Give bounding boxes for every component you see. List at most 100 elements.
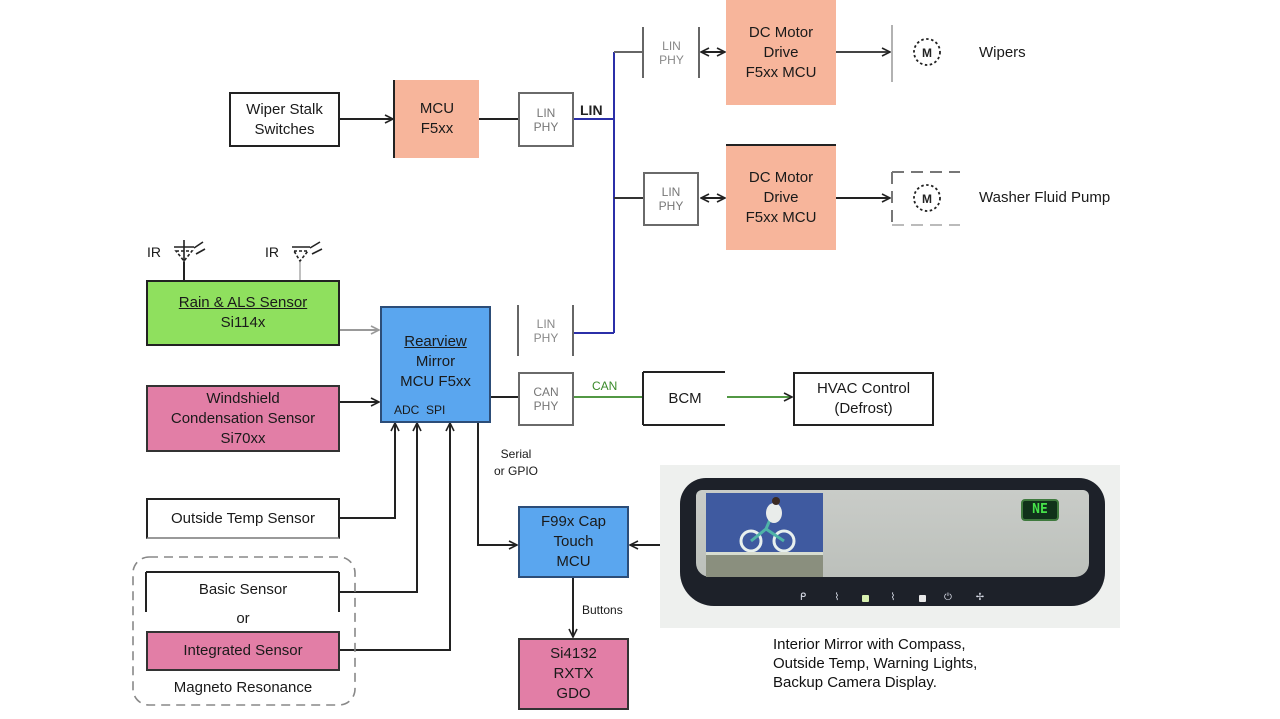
lin-phy-wipers-block: LIN PHY (645, 27, 698, 78)
buttons-label: Buttons (582, 603, 623, 617)
label-line: Serial (500, 447, 532, 461)
cap-touch-mcu-block: F99x Cap Touch MCU (518, 506, 629, 578)
block-text: CAN (533, 385, 559, 399)
svg-text:M: M (922, 46, 932, 60)
indicator-light-white (919, 595, 926, 602)
block-text: RXTX (553, 665, 594, 682)
block-text: F99x Cap (540, 513, 607, 530)
block-text: F5xx MCU (745, 63, 817, 81)
block-text: Drive (763, 189, 799, 206)
pump-motor-bracket (891, 171, 960, 226)
caption-line: Outside Temp, Warning Lights, (773, 655, 978, 672)
indicator-light-green (862, 595, 869, 602)
rain-als-sensor-block: Rain & ALS Sensor Si114x (146, 280, 340, 346)
outside-temp-sensor-block: Outside Temp Sensor (146, 498, 340, 539)
mirror-caption: Interior Mirror with Compass, Outside Te… (773, 635, 977, 692)
lin-phy-main-block: LIN PHY (518, 92, 574, 147)
block-text: F5xx (420, 120, 454, 137)
lin-bus-label: LIN (580, 102, 603, 118)
caption-line: Backup Camera Display. (773, 674, 937, 691)
block-text: Outside Temp Sensor (171, 509, 315, 527)
caption-line: Interior Mirror with Compass, (773, 636, 966, 653)
block-text: Rain & ALS Sensor (178, 294, 308, 311)
washer-pump-label: Washer Fluid Pump (979, 189, 1111, 206)
wiper-stalk-switches-block: Wiper Stalk Switches (229, 92, 340, 147)
block-text: Si4132 (550, 645, 597, 662)
mirror-button-2[interactable]: ⌇ (834, 592, 840, 603)
mirror-button-6[interactable]: ✢ (975, 592, 985, 603)
wire-outside-temp-to-adc (339, 423, 395, 519)
block-text: Si114x (220, 314, 266, 331)
block-text: LIN (661, 185, 681, 199)
block-text: GDO (556, 685, 591, 702)
adc-spi-ports: ADC SPI (394, 403, 446, 417)
basic-sensor-label: Basic Sensor (198, 581, 288, 598)
compass-display: NE (1021, 499, 1059, 521)
backup-camera-display (706, 493, 823, 577)
windshield-condensation-sensor-block: Windshield Condensation Sensor Si70xx (146, 385, 340, 452)
ir-label-2: IR (265, 244, 279, 260)
block-text: Windshield (206, 389, 280, 407)
dc-motor-drive-wipers-block: DC Motor Drive F5xx MCU (726, 0, 836, 105)
block-text: PHY (533, 399, 559, 413)
ir-emitter-icon-2 (292, 241, 323, 263)
motor-icon-wipers: M (913, 38, 941, 66)
block-text: Drive (763, 43, 799, 61)
block-text: MCU F5xx (400, 373, 471, 390)
magneto-group-border (132, 556, 356, 706)
block-text: F5xx MCU (745, 209, 817, 226)
block-text: MCU (556, 553, 591, 570)
svg-text:M: M (922, 192, 932, 206)
magneto-resonance-label: Magneto Resonance (173, 679, 313, 696)
block-text: LIN (662, 38, 681, 53)
block-text: DC Motor (748, 169, 814, 186)
motor-icon-pump: M (913, 184, 941, 212)
lin-phy-mirror-block: LIN PHY (520, 305, 572, 356)
block-text: PHY (658, 199, 684, 213)
block-text: LIN (536, 105, 556, 120)
cyclist-image (739, 497, 796, 553)
integrated-sensor-block: Integrated Sensor (146, 631, 340, 671)
block-text: Condensation Sensor (170, 409, 316, 427)
wire-serial-gpio (477, 422, 517, 545)
can-bus-label: CAN (592, 379, 618, 393)
or-label: or (236, 610, 250, 627)
block-text: Mirror (415, 353, 456, 370)
block-text: Si70xx (220, 429, 266, 447)
block-text: PHY (659, 52, 684, 67)
block-text: Rearview (404, 333, 467, 350)
ir-emitter-icon-1 (174, 240, 206, 263)
basic-sensor-open-box (145, 571, 340, 612)
si4132-block: Si4132 RXTX GDO (518, 638, 629, 710)
mcu-f5xx-block: MCU F5xx (395, 80, 479, 158)
mirror-button-3[interactable]: ⌇ (890, 592, 896, 603)
block-text: Touch (553, 533, 594, 550)
block-text: Wiper Stalk (246, 100, 323, 118)
block-text: BCM (668, 390, 702, 407)
bcm-open-box (642, 371, 725, 426)
road (706, 552, 823, 577)
ir-label-1: IR (147, 244, 161, 260)
hvac-control-block: HVAC Control (Defrost) (793, 372, 934, 426)
interior-mirror: NE ᑭ ⌇ ⌇ ⏻ ✢ (680, 478, 1105, 606)
block-text: LIN (536, 316, 556, 331)
mirror-button-1[interactable]: ᑭ (799, 592, 807, 603)
wire-integrated-sensor-to-spi (339, 423, 450, 651)
mirror-button-power[interactable]: ⏻ (944, 592, 952, 603)
block-text: Switches (254, 120, 315, 138)
block-text: PHY (533, 330, 559, 345)
rearview-mirror-mcu-block: Rearview Mirror MCU F5xx ADC SPI (380, 306, 491, 423)
block-text: (Defrost) (834, 400, 893, 417)
lin-bus (573, 52, 615, 334)
dc-motor-drive-washer-block: DC Motor Drive F5xx MCU (726, 146, 836, 250)
wipers-label: Wipers (979, 44, 1026, 61)
block-text: HVAC Control (816, 380, 911, 397)
lin-phy-washer-block: LIN PHY (643, 172, 699, 226)
bcm-block: BCM (645, 374, 725, 424)
serial-gpio-label: Serial or GPIO (494, 446, 538, 480)
can-phy-block: CAN PHY (518, 372, 574, 426)
block-text: DC Motor (748, 23, 814, 41)
block-text: MCU (419, 100, 455, 117)
